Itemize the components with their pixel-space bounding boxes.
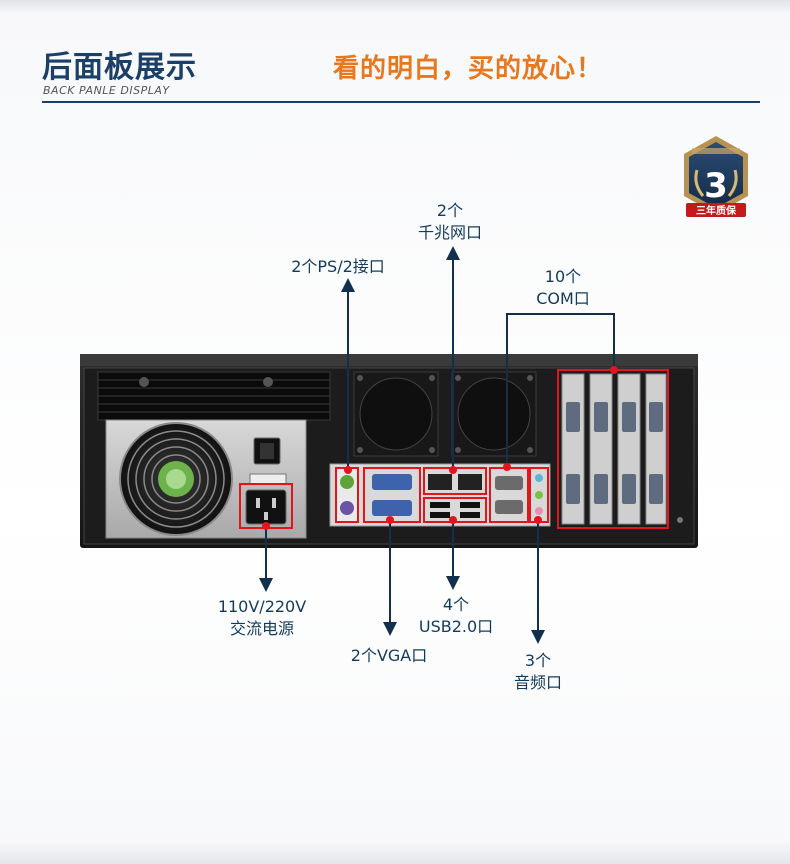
top-shadow [0, 0, 790, 14]
arrowheads [259, 246, 545, 644]
arrow-down-icon [531, 630, 545, 644]
arrow-down-icon [259, 578, 273, 592]
badge-ribbon: 三年质保 [696, 204, 737, 217]
vga-port-1-icon [372, 474, 412, 490]
laurel-right-icon [727, 169, 738, 197]
header-rule [42, 101, 760, 103]
warranty-badge: 3 三年质保 [684, 136, 748, 217]
label-audio: 3个 音频口 [513, 651, 563, 692]
label-com: 10个 COM口 [536, 267, 590, 308]
vga-port-2-icon [372, 500, 412, 516]
callout-lines [265, 258, 615, 634]
chassis [80, 354, 698, 548]
label-vga: 2个VGA口 [350, 646, 428, 665]
lan-port-1-icon [428, 474, 452, 490]
arrow-down-icon [446, 576, 460, 590]
arrow-down-icon [383, 622, 397, 636]
slogan: 看的明白，买的放心！ [333, 54, 604, 84]
callout-dots [262, 366, 618, 530]
arrow-up-icon [341, 278, 355, 292]
arrow-up-icon [446, 246, 460, 260]
bottom-shadow [0, 840, 790, 864]
label-ps2: 2个PS/2接口 [291, 257, 385, 276]
ps2-keyboard-icon [340, 501, 354, 515]
label-usb: 4个 USB2.0口 [418, 595, 494, 636]
laurel-left-icon [694, 169, 705, 197]
label-lan: 2个 千兆网口 [417, 201, 483, 242]
lan-port-2-icon [458, 474, 482, 490]
badge-number: 3 [704, 166, 728, 206]
page-title: 后面板展示 [42, 50, 197, 85]
label-power: 110V/220V 交流电源 [217, 597, 307, 638]
ps2-mouse-icon [340, 475, 354, 489]
page-subtitle: BACK PANLE DISPLAY [43, 84, 170, 97]
